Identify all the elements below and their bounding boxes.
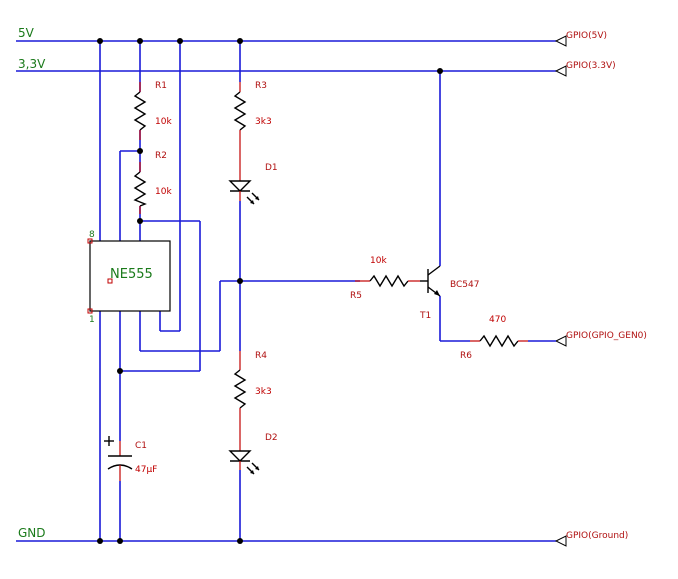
r5-value: 10k xyxy=(370,256,387,266)
resistor-r4-icon xyxy=(233,351,247,418)
r6-ref: R6 xyxy=(460,351,472,361)
ne555-pin8-label: 8 xyxy=(89,230,95,240)
port-3v3-icon xyxy=(554,65,567,77)
net-label-3v3: 3,3V xyxy=(18,57,46,71)
resistor-r5-icon xyxy=(355,274,420,288)
ne555-label: NE555 xyxy=(110,267,153,282)
d2-ref: D2 xyxy=(265,433,278,443)
led-d2-icon xyxy=(228,418,260,475)
net-label-gnd: GND xyxy=(18,526,46,540)
r6-value: 470 xyxy=(489,315,506,325)
r2-ref: R2 xyxy=(155,151,167,161)
resistor-r3-icon xyxy=(233,82,247,146)
r1-value: 10k xyxy=(155,117,172,127)
port-5v-icon xyxy=(554,35,567,47)
port-ground-icon xyxy=(554,535,567,547)
capacitor-c1-icon xyxy=(104,436,133,481)
t1-value: BC547 xyxy=(450,280,479,290)
port-gpio-gen0-icon xyxy=(554,335,567,347)
d1-ref: D1 xyxy=(265,163,278,173)
r5-ref: R5 xyxy=(350,291,362,301)
t1-ref: T1 xyxy=(419,311,431,321)
r3-ref: R3 xyxy=(255,81,267,91)
ne555-pin1-label: 1 xyxy=(89,315,95,325)
led-d1-icon xyxy=(228,146,260,205)
ne555-chip xyxy=(87,238,171,314)
r2-value: 10k xyxy=(155,187,172,197)
c1-ref: C1 xyxy=(135,441,147,451)
resistor-r2-icon xyxy=(133,162,147,214)
r4-value: 3k3 xyxy=(255,387,272,397)
transistor-t1-icon xyxy=(420,265,441,297)
port-label-ground: GPIO(Ground) xyxy=(566,531,628,541)
net-label-5v: 5V xyxy=(18,26,35,40)
r4-ref: R4 xyxy=(255,351,267,361)
r3-value: 3k3 xyxy=(255,117,272,127)
r1-ref: R1 xyxy=(155,81,167,91)
port-label-gpio-gen0: GPIO(GPIO_GEN0) xyxy=(566,331,647,341)
port-label-3v3: GPIO(3.3V) xyxy=(566,61,616,71)
c1-value: 47µF xyxy=(135,465,157,475)
resistor-r1-icon xyxy=(133,82,147,140)
resistor-r6-icon xyxy=(470,334,528,348)
junction-dots xyxy=(97,38,443,544)
port-label-5v: GPIO(5V) xyxy=(566,31,607,41)
